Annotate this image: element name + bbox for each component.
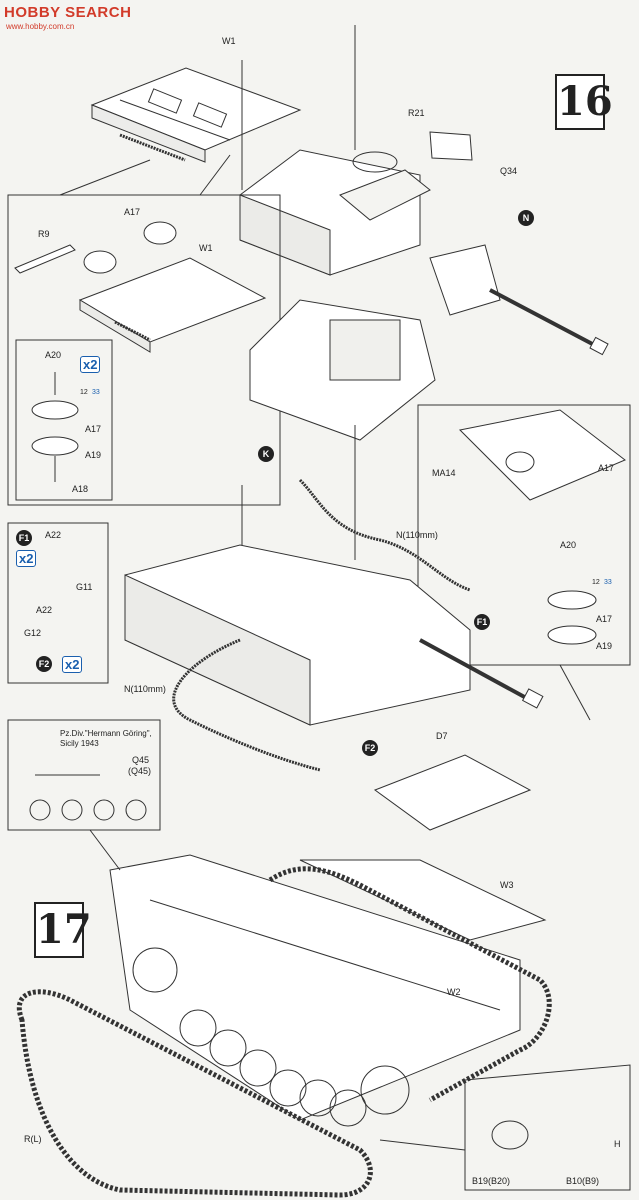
option-f1: F1 bbox=[16, 530, 32, 546]
part-label-a19: A19 bbox=[85, 450, 102, 460]
part-label-h: H bbox=[614, 1139, 621, 1149]
part-label-k: K bbox=[258, 446, 274, 462]
part-label-g11: G11 bbox=[76, 582, 93, 592]
part-label-q45: Q45 bbox=[132, 755, 150, 765]
part-label-n: N bbox=[518, 210, 534, 226]
option-f2-callout: F2 bbox=[362, 740, 378, 756]
part-label-d7: D7 bbox=[436, 731, 448, 741]
part-label-b19: B19(B20) bbox=[472, 1176, 511, 1186]
part-label-a17-right-inset: A17 bbox=[596, 614, 613, 624]
part-label-ma14: MA14 bbox=[432, 468, 456, 478]
part-label-w1: W1 bbox=[222, 36, 236, 46]
part-label-a22: A22 bbox=[45, 530, 62, 540]
part-label-w2: W2 bbox=[447, 987, 461, 997]
part-label-a18: A18 bbox=[72, 484, 89, 494]
part-label-a17-right: A17 bbox=[598, 463, 615, 473]
part-label-a20-right: A20 bbox=[560, 540, 577, 550]
reference-number: 12 bbox=[80, 389, 88, 396]
part-label-rl: R(L) bbox=[24, 1134, 42, 1144]
part-label-g12: G12 bbox=[24, 628, 42, 638]
multiplier-x2: x2 bbox=[80, 356, 101, 373]
step-number-17: 17 bbox=[34, 902, 92, 958]
option-f1-callout: F1 bbox=[474, 614, 490, 630]
part-label-w1-inset: W1 bbox=[199, 243, 213, 253]
option-f2: F2 bbox=[36, 656, 52, 672]
part-label-a20: A20 bbox=[45, 350, 62, 360]
multiplier-x2-f1: x2 bbox=[16, 550, 37, 567]
cable-length-label: N(110mm) bbox=[124, 684, 166, 694]
part-label-a17: A17 bbox=[124, 207, 141, 217]
watermark-site: www.hobby.com.cn bbox=[6, 22, 75, 31]
part-label-q45-alt: (Q45) bbox=[128, 766, 152, 776]
part-label-r21: R21 bbox=[408, 108, 425, 118]
part-label-w3: W3 bbox=[500, 880, 514, 890]
part-label-a19-right: A19 bbox=[596, 641, 613, 651]
multiplier-x2-f2: x2 bbox=[62, 656, 83, 673]
part-label-b10: B10(B9) bbox=[566, 1176, 600, 1186]
part-label-q34: Q34 bbox=[500, 166, 518, 176]
note-line-1: Pz.Div."Hermann Göring", bbox=[60, 729, 152, 738]
cable-length-label: N(110mm) bbox=[396, 530, 438, 540]
note-line-2: Sicily 1943 bbox=[60, 739, 99, 748]
part-label-a22-b: A22 bbox=[36, 605, 53, 615]
reference-number: 33 bbox=[92, 389, 100, 396]
reference-number: 33 bbox=[604, 579, 612, 586]
part-label-a17-inset: A17 bbox=[85, 424, 102, 434]
part-label-r9: R9 bbox=[38, 229, 50, 239]
reference-number: 12 bbox=[592, 579, 600, 586]
watermark-brand: HOBBY SEARCH bbox=[4, 4, 132, 21]
step-number-16: 16 bbox=[555, 74, 613, 130]
